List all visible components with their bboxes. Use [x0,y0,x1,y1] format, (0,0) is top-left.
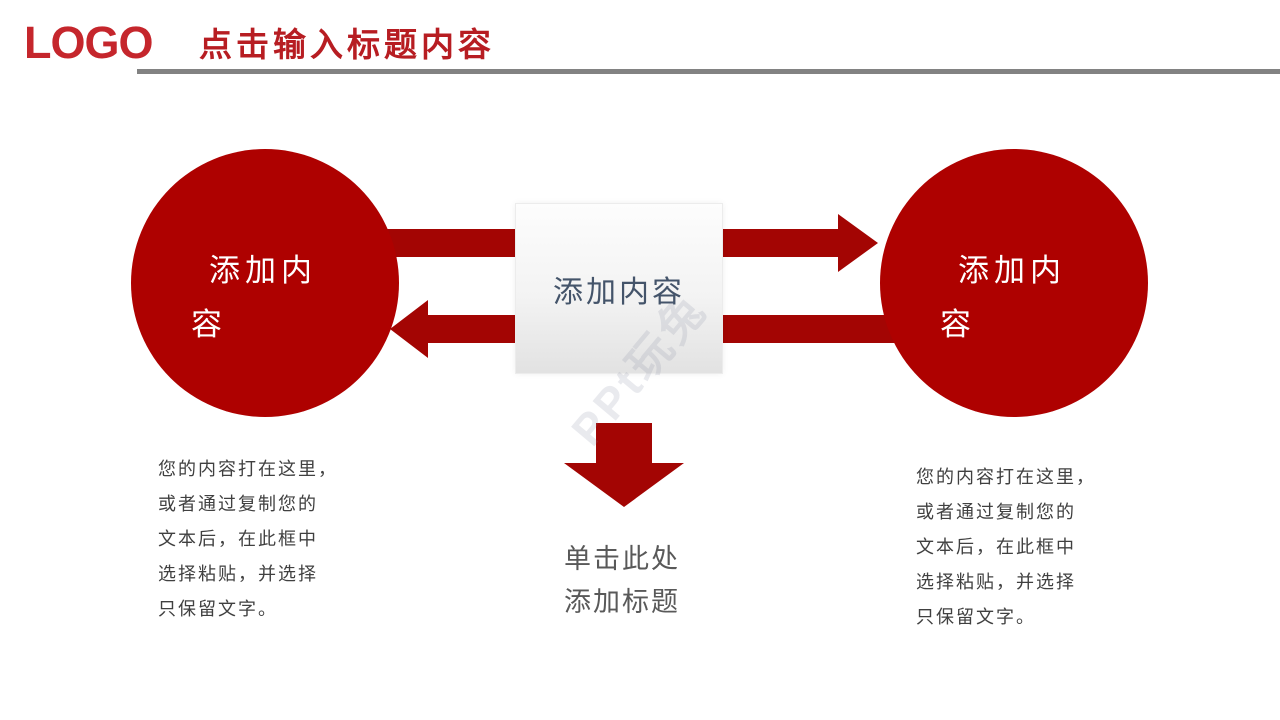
caption: 单击此处 添加标题 [512,538,732,624]
arrow-down-icon [564,423,684,507]
caption-line2: 添加标题 [564,587,680,617]
left-circle-label-line2: 容 [191,307,227,342]
left-circle-label: 添加内 容 [191,244,317,352]
left-paragraph-line: 选择粘贴，并选择 [158,564,318,584]
left-paragraph-line: 您的内容打在这里， [158,459,338,479]
header-divider [137,69,1280,74]
right-paragraph-line: 或者通过复制您的 [916,502,1076,522]
right-paragraph-line: 只保留文字。 [916,607,1036,627]
right-paragraph: 您的内容打在这里， 或者通过复制您的 文本后，在此框中 选择粘贴，并选择 只保留… [916,460,1096,635]
right-paragraph-line: 您的内容打在这里， [916,467,1096,487]
left-paragraph-line: 或者通过复制您的 [158,494,318,514]
center-box-label: 添加内容 [553,275,685,309]
left-paragraph-line: 只保留文字。 [158,599,278,619]
right-paragraph-line: 文本后，在此框中 [916,537,1076,557]
logo-text: LOGO [24,17,153,68]
right-circle-label: 添加内 容 [940,244,1066,352]
center-box: 添加内容 [515,203,723,374]
left-circle-label-line1: 添加内 [209,253,317,288]
right-circle-label-line1: 添加内 [958,253,1066,288]
left-paragraph-line: 文本后，在此框中 [158,529,318,549]
left-circle: 添加内 容 [131,149,399,417]
right-paragraph-line: 选择粘贴，并选择 [916,572,1076,592]
page-title: 点击输入标题内容 [199,26,495,63]
left-paragraph: 您的内容打在这里， 或者通过复制您的 文本后，在此框中 选择粘贴，并选择 只保留… [158,452,338,627]
right-circle: 添加内 容 [880,149,1148,417]
caption-line1: 单击此处 [564,544,680,574]
right-circle-label-line2: 容 [940,307,976,342]
